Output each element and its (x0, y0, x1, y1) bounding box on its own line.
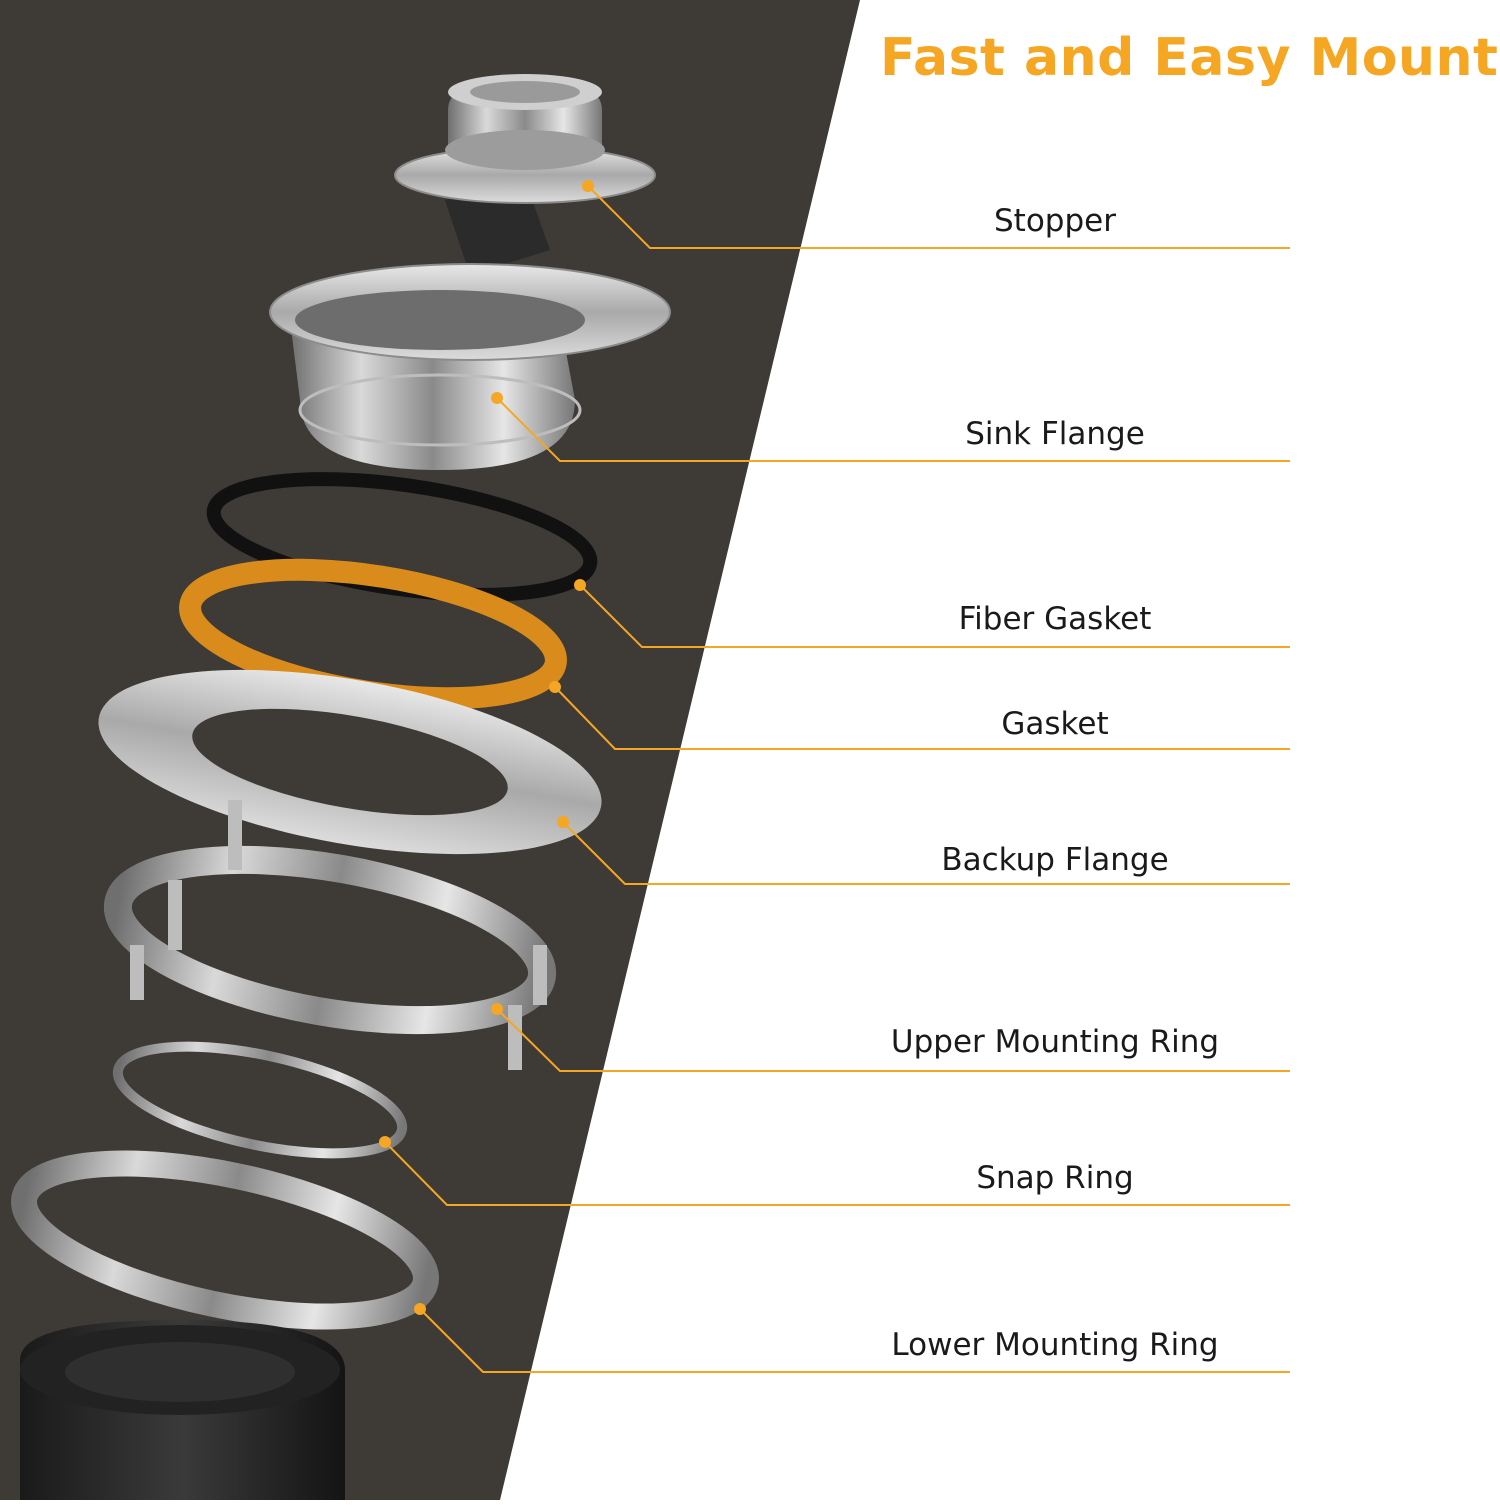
leader-dot-backup-flange (557, 816, 569, 828)
part-label-lower-mounting-ring: Lower Mounting Ring (891, 1327, 1219, 1363)
part-label-stopper: Stopper (994, 203, 1116, 239)
leader-dot-lower-mounting-ring (414, 1303, 426, 1315)
part-label-upper-mounting-ring: Upper Mounting Ring (890, 1024, 1220, 1060)
leader-dot-gasket (549, 681, 561, 693)
leader-dot-sink-flange (491, 392, 503, 404)
leader-line-upper-mounting-ring (496, 1008, 1290, 1072)
leader-line-fiber-gasket (579, 584, 1290, 648)
leader-line-lower-mounting-ring (419, 1308, 1290, 1373)
leader-line-sink-flange (496, 397, 1290, 462)
leader-line-backup-flange (562, 821, 1290, 885)
leader-dot-stopper (582, 180, 594, 192)
backup-flange-part (98, 669, 602, 855)
part-label-sink-flange: Sink Flange (965, 416, 1145, 452)
leader-line-stopper (587, 185, 1290, 249)
part-label-backup-flange: Backup Flange (941, 842, 1169, 878)
leader-dot-upper-mounting-ring (491, 1003, 503, 1015)
leader-lines (384, 185, 1290, 1373)
sink-flange-part (269, 263, 671, 470)
leader-line-gasket (554, 686, 1290, 750)
part-label-gasket: Gasket (1001, 706, 1109, 742)
part-label-snap-ring: Snap Ring (976, 1160, 1134, 1196)
disposer-unit-part (20, 1320, 345, 1500)
leader-dot-fiber-gasket (574, 579, 586, 591)
lower-mounting-ring-part (11, 1150, 439, 1330)
leader-line-snap-ring (384, 1141, 1290, 1206)
page-title: Fast and Easy Mount (880, 28, 1499, 88)
upper-mounting-ring-part (103, 800, 557, 1070)
leader-dots (379, 180, 594, 1315)
leader-dot-snap-ring (379, 1136, 391, 1148)
part-label-fiber-gasket: Fiber Gasket (958, 601, 1152, 637)
snap-ring-part (112, 1041, 408, 1159)
